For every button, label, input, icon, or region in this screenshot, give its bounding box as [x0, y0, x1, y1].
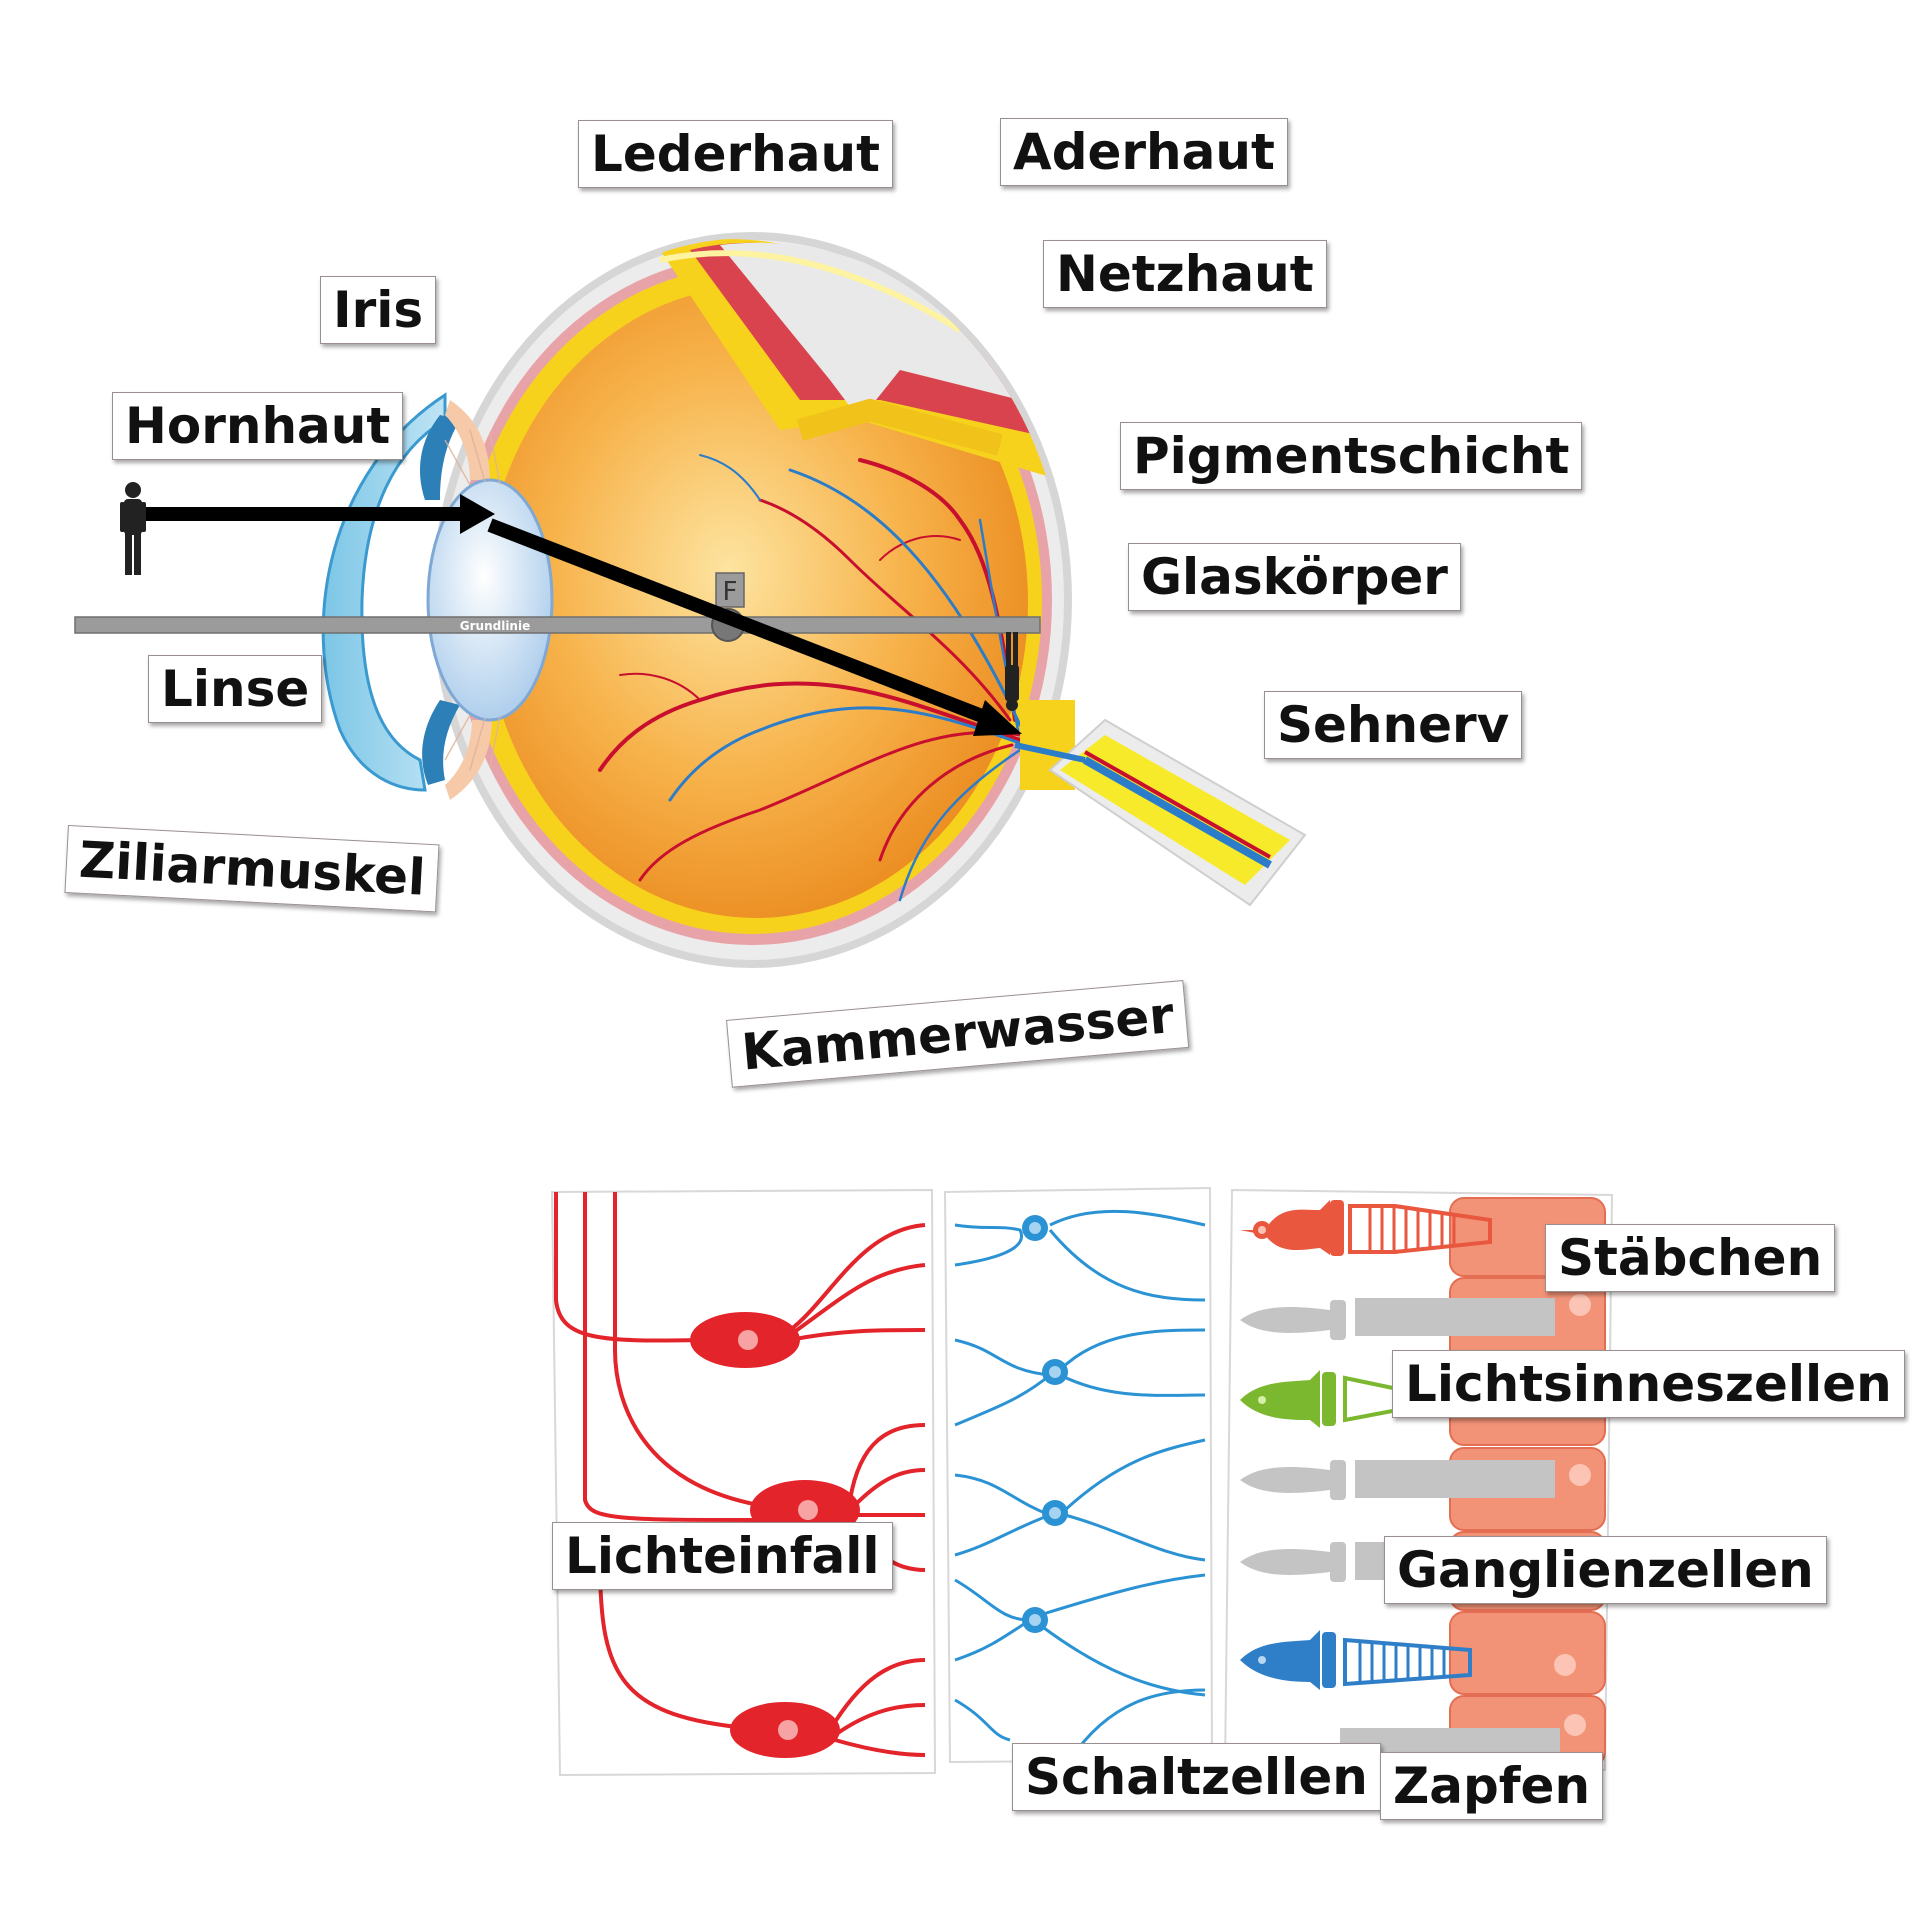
label-ganglienzellen: Ganglienzellen	[1384, 1536, 1827, 1604]
label-staebchen: Stäbchen	[1545, 1224, 1836, 1292]
ganglion-panel	[550, 1188, 937, 1777]
optic-nerve	[1014, 700, 1307, 907]
focal-point-letter: F	[723, 577, 738, 607]
label-aderhaut: Aderhaut	[1000, 118, 1288, 186]
inverted-image-icon	[1005, 632, 1019, 711]
baseline: Grundlinie	[74, 616, 1041, 634]
layer-cutaway	[659, 239, 1060, 480]
label-iris: Iris	[320, 276, 437, 344]
label-linse: Linse	[148, 655, 323, 723]
label-lichtsinneszellen: Lichtsinneszellen	[1392, 1350, 1905, 1418]
label-lederhaut: Lederhaut	[578, 120, 893, 188]
blood-vessels	[598, 454, 1027, 902]
label-zapfen: Zapfen	[1380, 1752, 1604, 1820]
label-schaltzellen: Schaltzellen	[1012, 1743, 1381, 1811]
vitreous-body	[484, 286, 1028, 918]
person-silhouette-icon	[120, 482, 146, 575]
bipolar-panel	[943, 1186, 1214, 1764]
eyeball	[321, 232, 1307, 968]
light-ray	[120, 494, 1022, 736]
rod-red	[1240, 1200, 1492, 1256]
label-netzhaut: Netzhaut	[1043, 240, 1327, 308]
label-glaskoerper: Glaskörper	[1128, 543, 1461, 611]
focal-point: F	[711, 572, 745, 642]
iris-shape	[420, 415, 460, 500]
label-hornhaut: Hornhaut	[112, 392, 404, 460]
label-sehnerv: Sehnerv	[1264, 691, 1523, 759]
cone-blue	[1240, 1630, 1472, 1690]
label-pigmentschicht: Pigmentschicht	[1120, 422, 1583, 490]
label-lichteinfall: Lichteinfall	[552, 1522, 893, 1590]
baseline-text: Grundlinie	[460, 619, 530, 633]
